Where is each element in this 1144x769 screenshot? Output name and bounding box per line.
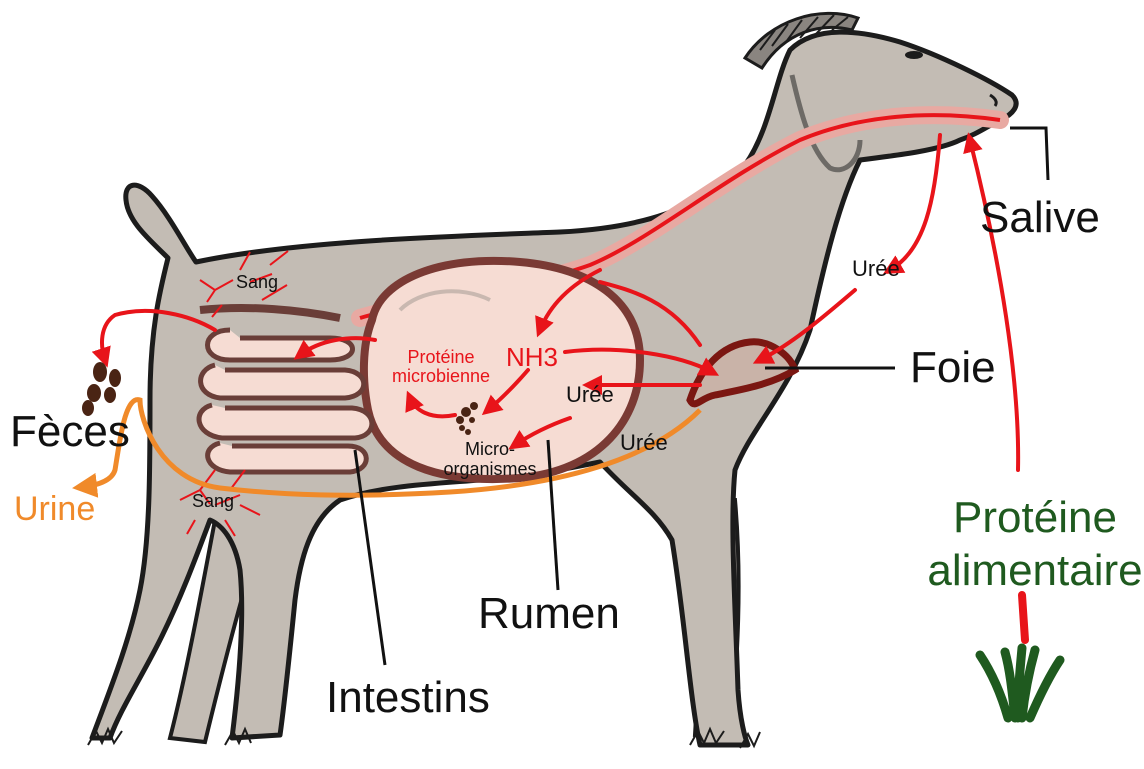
label-micro-organismes: Micro- organismes — [425, 440, 555, 480]
label-uree-lower: Urée — [620, 432, 668, 454]
label-urine: Urine — [14, 492, 95, 526]
label-rumen: Rumen — [478, 592, 620, 636]
label-proteine-alimentaire: Protéine alimentaire — [926, 492, 1144, 598]
label-sang-bottom: Sang — [192, 492, 234, 510]
label-uree-mid: Urée — [566, 384, 614, 406]
label-salive: Salive — [980, 196, 1100, 240]
label-foie: Foie — [910, 346, 996, 390]
label-uree-neck: Urée — [852, 258, 900, 280]
label-feces: Fèces — [10, 410, 130, 454]
eye — [905, 51, 923, 59]
label-intestins: Intestins — [326, 676, 490, 720]
feed-plant-icon — [980, 595, 1060, 718]
label-proteine-microbienne: Protéine microbienne — [366, 348, 516, 386]
label-sang-top: Sang — [236, 273, 278, 291]
